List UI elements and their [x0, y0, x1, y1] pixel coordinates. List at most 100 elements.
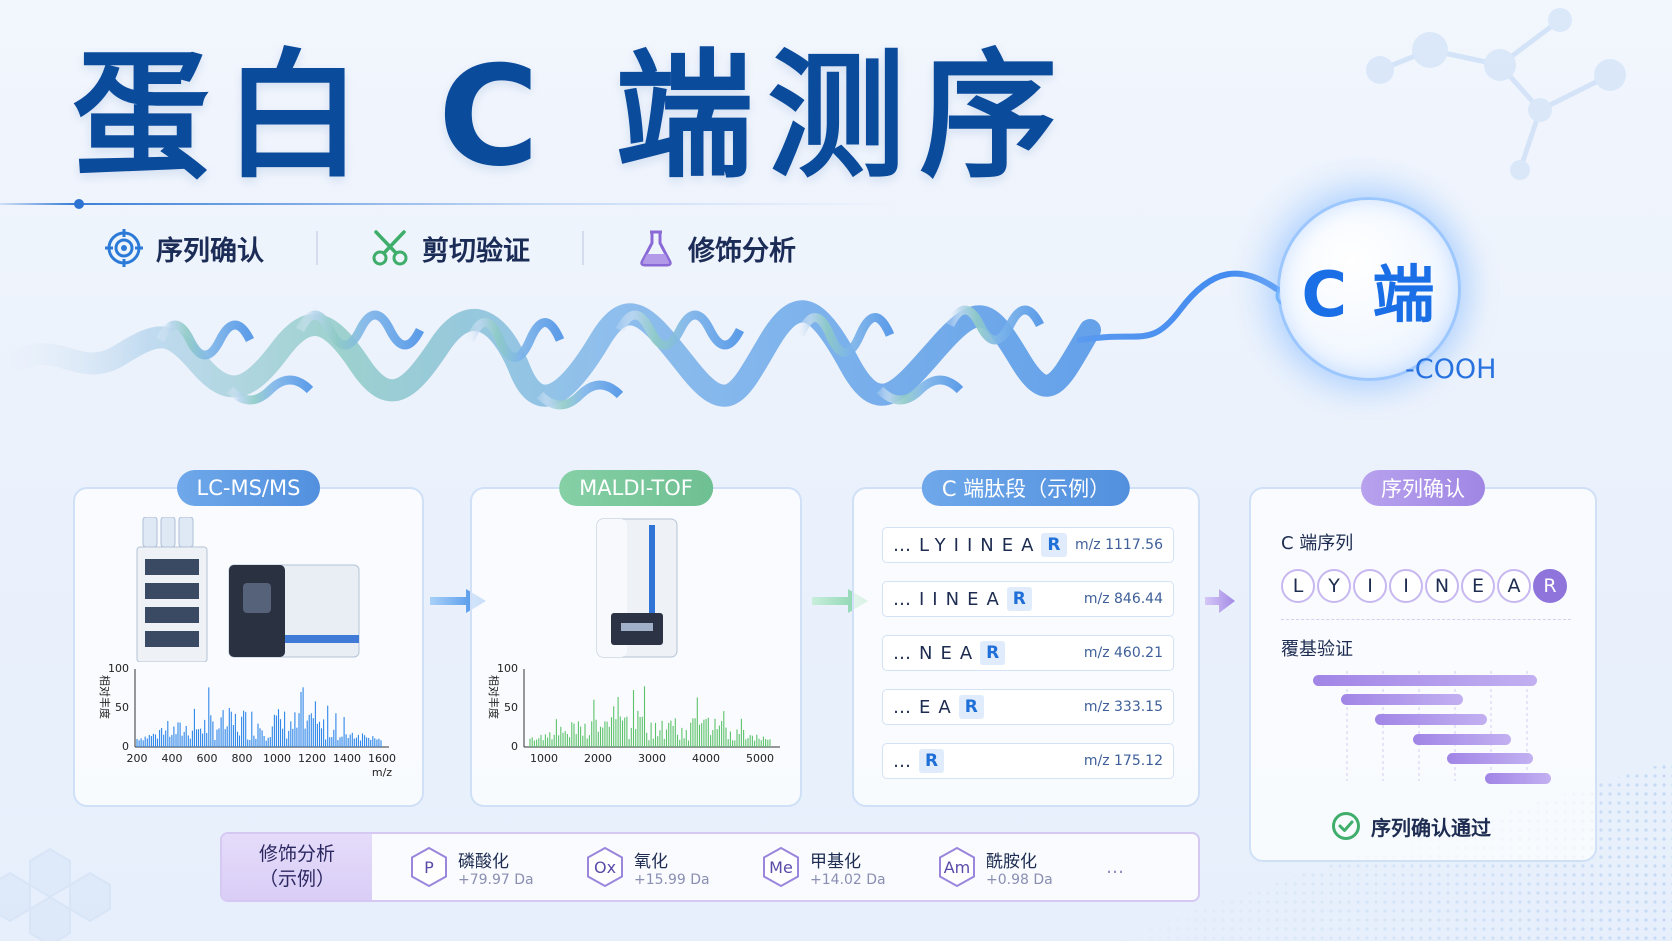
peptide-mz: m/z 175.12 — [1083, 753, 1163, 769]
lcms-spectrum-chart: 相对丰度 100 50 0 200 400 600 800 1000 1200 … — [98, 662, 396, 779]
residue-bead-row: L Y I I N E A R — [1281, 569, 1569, 603]
peptide-prefix: … — [893, 642, 911, 664]
peptide-sequence: EA — [919, 696, 959, 718]
modification-item: Ox 氧化 +15.99 Da — [584, 846, 724, 888]
lcms-x-tick: 200 — [127, 752, 148, 765]
maldi-tag: MALDI-TOF — [559, 470, 713, 506]
modification-name: 氧化 — [634, 851, 668, 872]
modification-item: P 磷酸化 +79.97 Da — [408, 846, 548, 888]
check-circle-icon — [1332, 812, 1360, 840]
lcms-y-label: 相对丰度 — [98, 675, 112, 719]
molecule-decoration — [1366, 8, 1626, 180]
title-underline — [0, 203, 900, 205]
peptide-mz: m/z 460.21 — [1083, 645, 1163, 661]
target-icon — [105, 229, 143, 267]
title-underline-dot — [74, 199, 84, 209]
maldi-x-tick: 2000 — [584, 752, 612, 765]
modification-name: 甲基化 — [810, 851, 861, 872]
feature-divider — [582, 231, 584, 265]
coverage-bar — [1447, 753, 1533, 764]
lcms-x-tick: 1200 — [298, 752, 326, 765]
modification-panel: 修饰分析 （示例） P 磷酸化 +79.97 Da Ox 氧化 +15.99 D… — [220, 832, 1200, 902]
modification-heading-subtitle: （示例） — [258, 868, 335, 890]
feature-list: 序列确认 剪切验证 修饰分析 — [104, 228, 796, 268]
flow-arrow-icon — [1205, 589, 1235, 613]
lcms-tag: LC-MS/MS — [176, 470, 321, 506]
coverage-bar — [1413, 734, 1511, 745]
residue-bead: A — [1497, 569, 1531, 603]
svg-text:Ox: Ox — [594, 858, 616, 877]
lcms-y-tick: 50 — [115, 701, 129, 714]
peptide-prefix: … — [893, 588, 911, 610]
methyl-hex-icon: Me — [763, 846, 799, 888]
peptide-terminal-residue: R — [980, 641, 1006, 665]
peptide-terminal-residue: R — [1006, 587, 1032, 611]
pass-status: 序列确认通过 — [1331, 811, 1491, 841]
modification-mass: +15.99 Da — [634, 871, 710, 888]
residue-bead-terminal: R — [1533, 569, 1567, 603]
modification-mass: +14.02 Da — [810, 871, 886, 888]
peptide-sequence: IINEA — [919, 588, 1007, 610]
flask-icon — [640, 230, 672, 267]
residue-bead: N — [1425, 569, 1459, 603]
lcms-x-tick: 800 — [232, 752, 253, 765]
peptide-tag: C 端肽段（示例） — [921, 470, 1131, 506]
phospho-hex-icon: P — [411, 846, 447, 888]
lcms-y-tick: 0 — [122, 740, 129, 753]
c-terminal-sequence-label: C 端序列 — [1281, 533, 1354, 554]
peptide-row: … EA R m/z 333.15 — [882, 689, 1174, 725]
residue-bead: I — [1353, 569, 1387, 603]
peptide-prefix: … — [893, 534, 911, 556]
maldi-x-tick: 5000 — [746, 752, 774, 765]
peptide-row: … IINEA R m/z 846.44 — [882, 581, 1174, 617]
peptide-row: … NEA R m/z 460.21 — [882, 635, 1174, 671]
peptide-card: C 端肽段（示例） … LYIINEA R m/z 1117.56 … IINE… — [852, 470, 1200, 807]
coverage-bar — [1313, 675, 1537, 686]
residue-bead: L — [1281, 569, 1315, 603]
peptide-prefix: … — [893, 696, 911, 718]
peptide-row: … LYIINEA R m/z 1117.56 — [882, 527, 1174, 563]
feature-sequence-confirm: 序列确认 — [104, 228, 264, 268]
maldi-card: MALDI-TOF 相对丰度 100 50 0 1000 2000 3000 4… — [470, 470, 802, 807]
feature-cleavage-verify: 剪切验证 — [370, 228, 530, 268]
peptide-terminal-residue: R — [919, 749, 945, 773]
lcms-x-unit: m/z — [372, 766, 392, 779]
modification-heading: 修饰分析 （示例） — [222, 834, 372, 900]
maldi-y-tick: 100 — [497, 662, 518, 675]
modification-name: 磷酸化 — [458, 851, 509, 872]
peptide-mz: m/z 1117.56 — [1074, 537, 1163, 553]
coverage-bar — [1341, 694, 1463, 705]
residue-bead: E — [1461, 569, 1495, 603]
oxidation-hex-icon: Ox — [587, 846, 623, 888]
lcms-x-tick: 1000 — [263, 752, 291, 765]
modification-item: Me 甲基化 +14.02 Da — [760, 846, 900, 888]
peptide-sequence: LYIINEA — [919, 534, 1042, 556]
residue-bead: Y — [1317, 569, 1351, 603]
lcms-x-tick: 1600 — [368, 752, 396, 765]
lcms-x-tick: 600 — [197, 752, 218, 765]
maldi-y-tick: 50 — [504, 701, 518, 714]
c-terminal-label: C 端 — [1301, 258, 1437, 331]
amide-hex-icon: Am — [939, 846, 975, 888]
modification-item: Am 酰胺化 +0.98 Da — [936, 846, 1076, 888]
peptide-mz: m/z 333.15 — [1083, 699, 1163, 715]
coverage-guides — [1346, 671, 1528, 781]
maldi-x-tick: 4000 — [692, 752, 720, 765]
peptide-row: … R m/z 175.12 — [882, 743, 1174, 779]
modification-mass: +0.98 Da — [986, 871, 1053, 888]
lcms-card: LC-MS/MS 相对丰度 100 50 0 200 400 600 800 1… — [73, 470, 424, 807]
c-terminal-bubble: C 端 — [1280, 200, 1458, 378]
more-indicator: … — [1106, 856, 1127, 878]
residue-bead: I — [1389, 569, 1423, 603]
coverage-bar — [1485, 773, 1551, 784]
feature-label: 剪切验证 — [422, 235, 530, 267]
modification-name: 酰胺化 — [986, 851, 1037, 872]
feature-divider — [316, 231, 318, 265]
peptide-sequence: NEA — [919, 642, 981, 664]
modification-heading-title: 修饰分析 — [258, 843, 335, 866]
hexagon-decoration — [0, 847, 111, 941]
page-title: 蛋白 C 端测序 — [72, 36, 1072, 197]
svg-text:P: P — [424, 858, 434, 877]
peptide-terminal-residue: R — [1041, 533, 1067, 557]
peptide-mz: m/z 846.44 — [1083, 591, 1163, 607]
